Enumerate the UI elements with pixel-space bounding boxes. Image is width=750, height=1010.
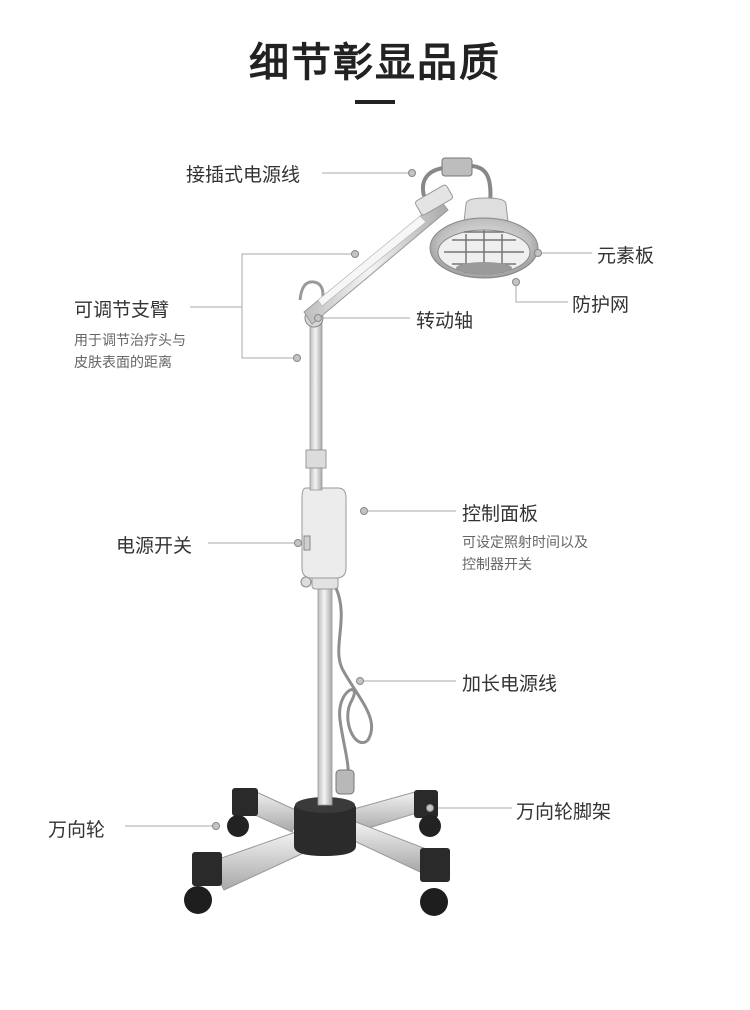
label-caster-base: 万向轮脚架 xyxy=(516,801,612,823)
lower-pole xyxy=(317,584,333,806)
label-element-plate: 元素板 xyxy=(597,245,655,267)
arm-desc-line-1: 用于调节治疗头与 xyxy=(74,333,186,349)
label-power-switch: 电源开关 xyxy=(116,535,193,557)
panel-desc-line-2: 控制器开关 xyxy=(462,557,532,573)
panel-desc-line-1: 可设定照射时间以及 xyxy=(462,535,588,551)
lamp-head xyxy=(429,197,539,279)
label-rotation-axis: 转动轴 xyxy=(416,310,474,332)
label-extension-cord: 加长电源线 xyxy=(462,673,558,695)
caster-base xyxy=(184,788,450,916)
label-caster-wheel: 万向轮 xyxy=(48,819,106,841)
title-underline xyxy=(355,100,395,104)
arm-desc-line-2: 皮肤表面的距离 xyxy=(74,355,172,371)
callout-dots xyxy=(212,169,542,830)
label-control-panel: 控制面板 xyxy=(462,503,539,525)
control-box xyxy=(301,487,347,579)
extension-cord xyxy=(334,587,374,783)
plug-connector xyxy=(441,157,473,177)
label-adjustable-arm: 可调节支臂 xyxy=(74,299,170,321)
leader-lines xyxy=(125,172,592,827)
label-power-plug: 接插式电源线 xyxy=(186,164,301,186)
page-title: 细节彰显品质 xyxy=(249,40,501,86)
label-guard-net: 防护网 xyxy=(572,294,630,316)
